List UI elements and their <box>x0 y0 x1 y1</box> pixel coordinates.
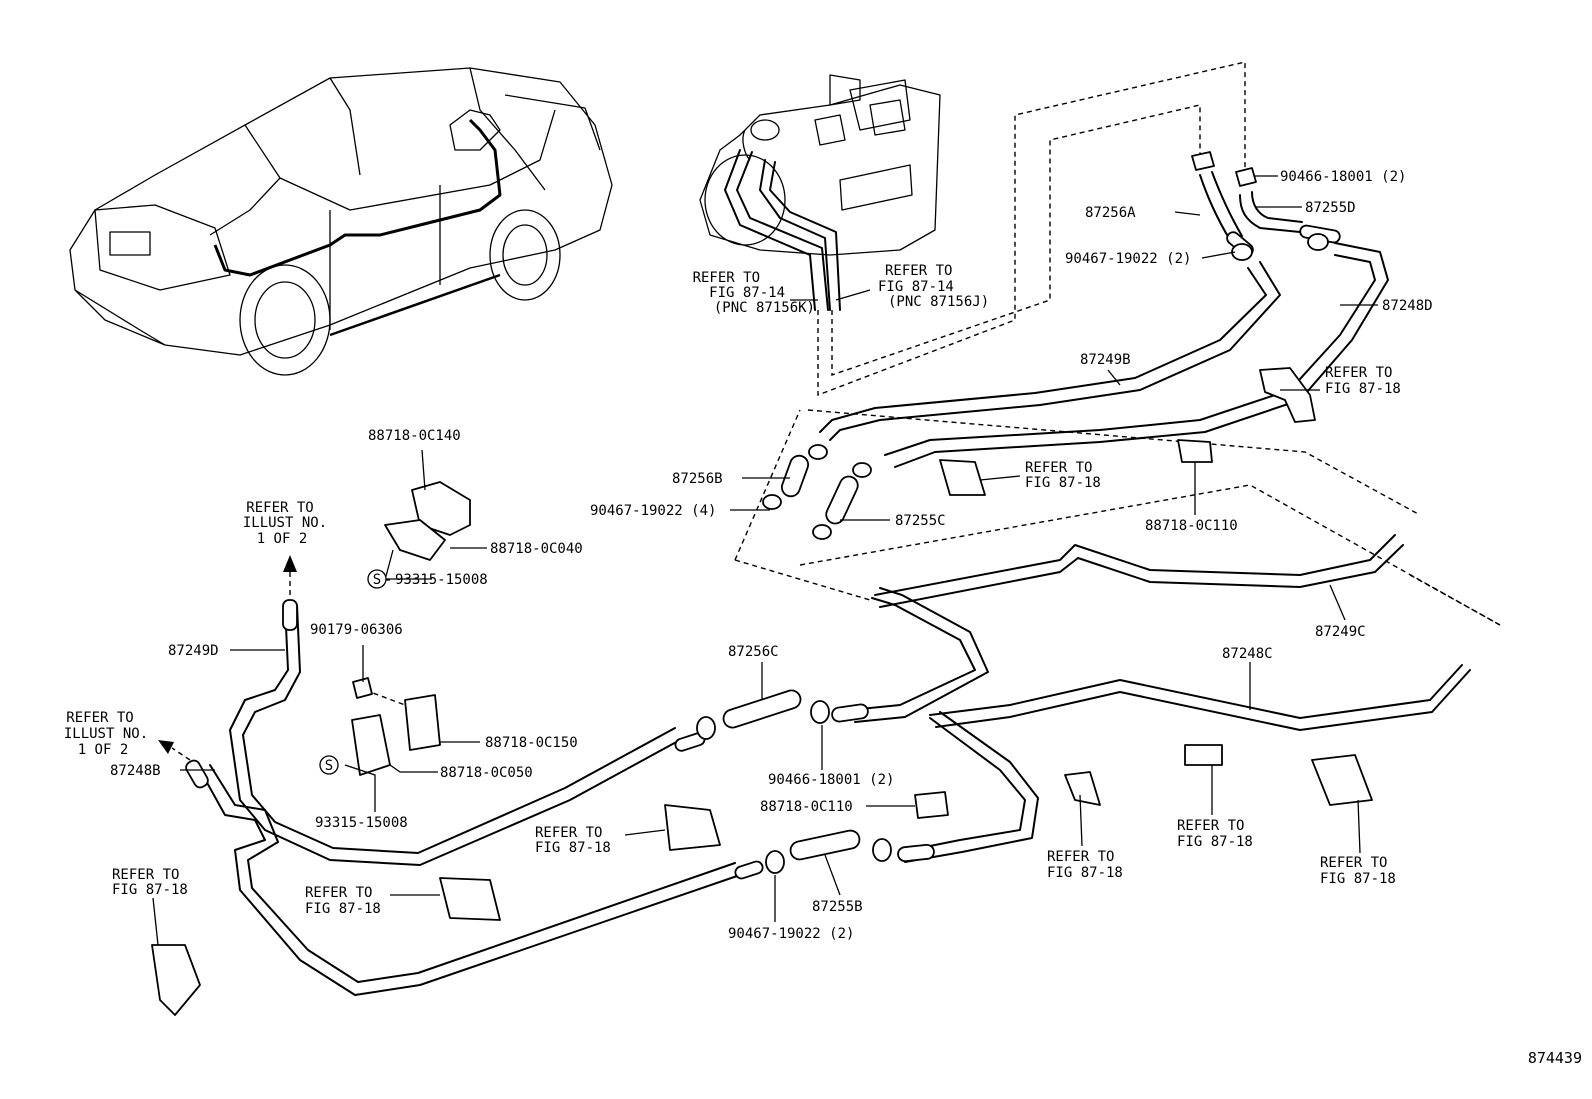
callout-87249C: 87249C <box>1315 624 1366 640</box>
callout-87256C: 87256C <box>728 644 779 660</box>
figure-number: 874439 <box>1528 1049 1582 1067</box>
callout-88718-0C110-a: 88718-0C110 <box>1145 518 1238 534</box>
refer-illust-top-line1: REFER TO <box>246 500 313 516</box>
pipe-87248D <box>884 242 1389 468</box>
refer-fig-87-18-c-line1: REFER TO <box>535 825 602 841</box>
hose-87255C <box>825 475 859 525</box>
refer-fig-87-14-left-line2: FIG 87-14 <box>709 285 785 301</box>
callout-87249B: 87249B <box>1080 352 1131 368</box>
hose-87256A <box>1199 171 1243 241</box>
refer-fig-87-18-h: REFER TO FIG 87-18 <box>1320 855 1396 887</box>
refer-fig-87-18-f: REFER TO FIG 87-18 <box>1047 849 1123 881</box>
pipe-center-upper <box>849 587 989 723</box>
callout-88718-0C050: 88718-0C050 <box>440 765 533 781</box>
callout-88718-0C150: 88718-0C150 <box>485 735 578 751</box>
callout-90179-06306: 90179-06306 <box>310 622 403 638</box>
callout-90467-19022-bottom: 90467-19022 (2) <box>728 926 854 942</box>
pipe-87248C <box>929 664 1471 731</box>
refer-fig-87-18-f-line2: FIG 87-18 <box>1047 865 1123 881</box>
refer-fig-87-18-a-line1: REFER TO <box>1325 365 1392 381</box>
refer-illust-top-line2: ILLUST NO. <box>243 515 327 531</box>
screw-symbol-lower-label: S <box>325 758 333 774</box>
hose-clamps <box>352 151 1329 874</box>
callout-90466-18001-top: 90466-18001 (2) <box>1280 169 1406 185</box>
refer-fig-87-18-g: REFER TO FIG 87-18 <box>1177 818 1253 850</box>
refer-fig-87-18-f-line1: REFER TO <box>1047 849 1114 865</box>
pipe-clamps <box>151 367 1373 1016</box>
refer-fig-87-14-left-line3: (PNC 87156K) <box>714 300 815 316</box>
heater-outlet-pipes <box>724 149 841 311</box>
pipe-87248B <box>199 764 741 996</box>
refer-fig-87-18-d-line1: REFER TO <box>305 885 372 901</box>
hose-87255D <box>1239 191 1303 233</box>
refer-illust-left-line3: 1 OF 2 <box>78 742 129 758</box>
screw-symbol-upper-label: S <box>373 572 381 588</box>
refer-fig-87-18-d-line2: FIG 87-18 <box>305 901 381 917</box>
callout-87255D: 87255D <box>1305 200 1356 216</box>
refer-illust-top: REFER TO ILLUST NO. 1 OF 2 <box>243 500 327 547</box>
refer-fig-87-14-right-line2: FIG 87-14 <box>878 279 954 295</box>
callout-88718-0C110-b: 88718-0C110 <box>760 799 853 815</box>
pipe-end-fittings <box>185 224 1341 880</box>
callout-88718-0C040: 88718-0C040 <box>490 541 583 557</box>
refer-illust-left-line1: REFER TO <box>66 710 133 726</box>
callout-90467-19022-4: 90467-19022 (4) <box>590 503 716 519</box>
leader-lines <box>152 175 1378 946</box>
hose-87256C <box>722 689 802 729</box>
refer-fig-87-14-right: REFER TO FIG 87-14 (PNC 87156J) <box>878 263 989 310</box>
callout-87248B: 87248B <box>110 763 161 779</box>
refer-illust-left: REFER TO ILLUST NO. 1 OF 2 <box>64 710 148 758</box>
callout-87249D: 87249D <box>168 643 219 659</box>
refer-fig-87-18-c: REFER TO FIG 87-18 <box>535 825 611 856</box>
callout-87255B: 87255B <box>812 899 863 915</box>
refer-fig-87-18-e: REFER TO FIG 87-18 <box>112 867 188 898</box>
heater-unit-illustration <box>699 74 941 256</box>
refer-fig-87-14-left-line1: REFER TO <box>693 270 760 286</box>
callout-87256A: 87256A <box>1085 205 1136 221</box>
pipe-87249B <box>819 261 1281 441</box>
refer-fig-87-18-e-line2: FIG 87-18 <box>112 882 188 898</box>
refer-fig-87-18-h-line1: REFER TO <box>1320 855 1387 871</box>
direction-arrows <box>158 555 297 761</box>
dashed-reference-lines <box>364 61 1501 706</box>
hose-87255B <box>789 829 861 861</box>
refer-fig-87-18-d: REFER TO FIG 87-18 <box>305 885 381 917</box>
refer-fig-87-18-c-line2: FIG 87-18 <box>535 840 611 856</box>
refer-fig-87-18-b: REFER TO FIG 87-18 <box>1025 460 1101 491</box>
callout-87255C: 87255C <box>895 513 946 529</box>
refer-fig-87-14-right-line3: (PNC 87156J) <box>888 294 989 310</box>
screw-symbol-upper: S <box>367 569 432 589</box>
pipe-87249C <box>874 534 1404 608</box>
callout-87256B: 87256B <box>672 471 723 487</box>
refer-fig-87-18-g-line2: FIG 87-18 <box>1177 834 1253 850</box>
pipe-center-lower <box>904 711 1039 863</box>
screw-symbol-lower: S <box>319 755 339 775</box>
hose-87256B <box>780 454 810 498</box>
pipe-87249D <box>229 604 681 866</box>
vehicle-illustration <box>69 67 613 376</box>
refer-illust-top-line3: 1 OF 2 <box>257 531 308 547</box>
refer-fig-87-18-b-line1: REFER TO <box>1025 460 1092 476</box>
callout-88718-0C140: 88718-0C140 <box>368 428 461 444</box>
refer-fig-87-18-h-line2: FIG 87-18 <box>1320 871 1396 887</box>
refer-fig-87-18-b-line2: FIG 87-18 <box>1025 475 1101 491</box>
refer-fig-87-18-a: REFER TO FIG 87-18 <box>1325 365 1401 397</box>
callout-90466-18001-mid: 90466-18001 (2) <box>768 772 894 788</box>
refer-fig-87-18-g-line1: REFER TO <box>1177 818 1244 834</box>
callout-93315-15008-b: 93315-15008 <box>315 815 408 831</box>
refer-fig-87-14-left: REFER TO FIG 87-14 (PNC 87156K) <box>693 270 815 316</box>
refer-illust-left-line2: ILLUST NO. <box>64 726 148 742</box>
callout-90467-19022-top: 90467-19022 (2) <box>1065 251 1191 267</box>
refer-fig-87-14-right-line1: REFER TO <box>885 263 952 279</box>
callout-87248C: 87248C <box>1222 646 1273 662</box>
callout-93315-15008-a: 93315-15008 <box>395 572 488 588</box>
callout-87248D: 87248D <box>1382 298 1433 314</box>
refer-fig-87-18-e-line1: REFER TO <box>112 867 179 883</box>
refer-fig-87-18-a-line2: FIG 87-18 <box>1325 381 1401 397</box>
